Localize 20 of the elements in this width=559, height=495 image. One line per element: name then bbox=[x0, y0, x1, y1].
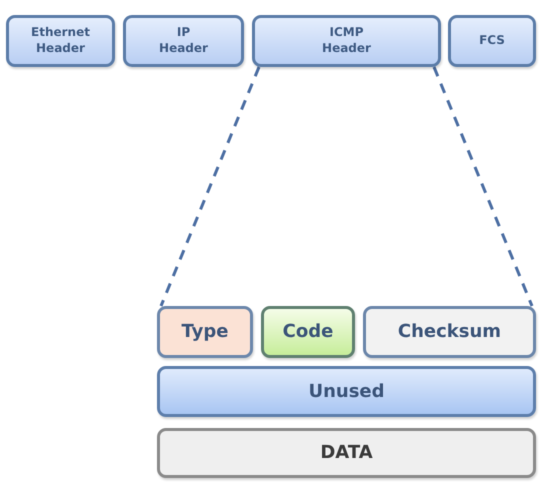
field-label: Type bbox=[182, 321, 228, 343]
dashed-line bbox=[160, 66, 260, 307]
field-label: Unused bbox=[308, 380, 385, 402]
header-box bbox=[448, 15, 536, 67]
field-box bbox=[157, 428, 536, 478]
field-label: Code bbox=[282, 321, 334, 343]
header-label: ICMP Header bbox=[322, 25, 371, 57]
header-box bbox=[6, 15, 115, 67]
header-box bbox=[252, 15, 441, 67]
header-label: Ethernet Header bbox=[31, 25, 90, 57]
field-box bbox=[363, 306, 536, 358]
header-label: FCS bbox=[479, 33, 505, 49]
field-label: Checksum bbox=[398, 321, 502, 343]
field-label: DATA bbox=[320, 442, 373, 464]
dashed-line bbox=[432, 66, 534, 307]
header-label: IP Header bbox=[159, 25, 208, 57]
field-box bbox=[157, 306, 253, 358]
header-box bbox=[123, 15, 244, 67]
field-box bbox=[261, 306, 355, 358]
field-box bbox=[157, 366, 536, 417]
